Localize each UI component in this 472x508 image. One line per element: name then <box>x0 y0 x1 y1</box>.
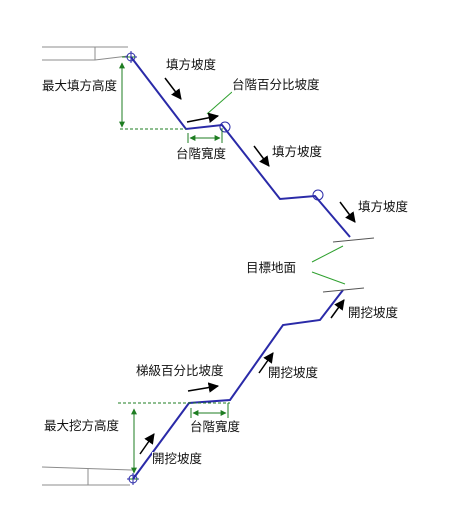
target-surface-line-lower <box>322 287 365 293</box>
step-slope-arrow <box>187 382 220 393</box>
bench-width-cut-dimension <box>190 403 229 418</box>
existing-ground-fill <box>42 46 129 61</box>
bench-slope-arrow-fill <box>186 112 220 123</box>
fill-slope-arrow-3 <box>339 201 356 223</box>
cut-slope-arrow-3 <box>139 433 155 455</box>
fill-slope-arrow-1 <box>164 77 182 100</box>
label-step-percent-slope: 梯級百分比坡度 <box>136 363 224 379</box>
max-fill-height-dimension <box>119 56 186 130</box>
label-target-surface: 目標地面 <box>246 260 297 276</box>
label-fill-slope-1: 填方坡度 <box>166 57 217 73</box>
label-cut-slope-1: 開挖坡度 <box>348 305 399 321</box>
cut-slope-arrow-2 <box>258 352 274 374</box>
bench-width-fill-dimension <box>187 128 223 143</box>
bench-circle-2 <box>312 189 324 201</box>
label-max-cut-height: 最大挖方高度 <box>44 418 120 434</box>
cut-slope-arrow-1 <box>330 299 345 319</box>
fill-slope-arrow-2 <box>253 145 270 167</box>
label-bench-width-cut: 台階寬度 <box>190 419 241 435</box>
max-cut-height-dimension <box>118 402 230 480</box>
label-fill-slope-3: 填方坡度 <box>358 199 409 215</box>
target-leader-upper <box>311 245 344 263</box>
label-bench-percent-slope-fill: 台階百分比坡度 <box>232 77 320 93</box>
label-cut-slope-3: 開挖坡度 <box>152 451 203 467</box>
label-cut-slope-2: 開挖坡度 <box>268 365 319 381</box>
label-fill-slope-2: 填方坡度 <box>272 144 323 160</box>
existing-ground-cut <box>41 466 133 486</box>
fill-profile-line <box>130 56 351 238</box>
label-bench-width-fill: 台階寬度 <box>176 146 227 162</box>
label-max-fill-height: 最大填方高度 <box>42 78 118 94</box>
cut-profile-line <box>132 289 344 480</box>
bench-percent-slope-leader <box>206 91 233 115</box>
bench-circle-1 <box>219 121 231 133</box>
target-leader-lower <box>311 271 346 285</box>
target-surface-line-upper <box>332 237 375 243</box>
